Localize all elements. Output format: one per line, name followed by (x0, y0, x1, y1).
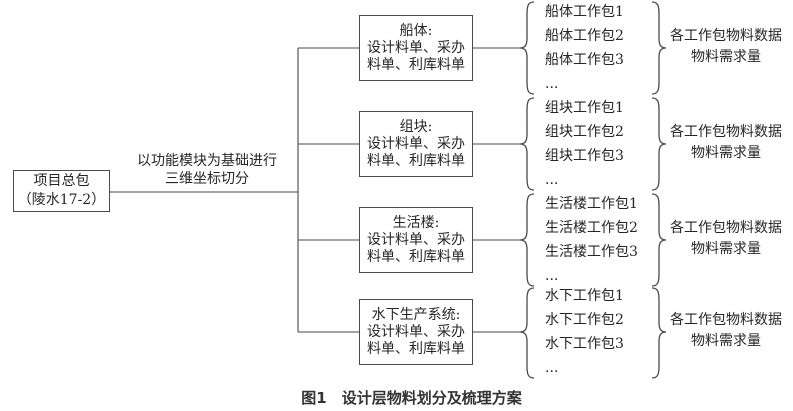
module-box-title: 生活楼: (392, 214, 440, 231)
row-note-line2: 物料需求量 (691, 145, 761, 161)
row-note: 各工作包物料数据 物料需求量 (660, 310, 792, 352)
package-item-ellipsis: ... (545, 360, 559, 376)
module-box-line3: 料单、利库料单 (367, 56, 465, 73)
package-item: 水下工作包1 (545, 288, 624, 304)
row-note-line2: 物料需求量 (691, 241, 761, 257)
package-item: 生活楼工作包2 (545, 220, 638, 236)
project-root-box: 项目总包 （陵水17-2） (13, 170, 110, 212)
row-note: 各工作包物料数据 物料需求量 (660, 26, 792, 68)
left-brace-4 (519, 287, 535, 379)
row-note-line1: 各工作包物料数据 (670, 124, 782, 140)
package-item: 组块工作包3 (545, 148, 624, 164)
package-item: 生活楼工作包1 (545, 196, 638, 212)
module-box-line3: 料单、利库料单 (367, 340, 465, 357)
right-brace-1 (651, 1, 667, 95)
module-box-subsea: 水下生产系统: 设计料单、采办 料单、利库料单 (359, 299, 473, 365)
package-item: 水下工作包2 (545, 312, 624, 328)
project-root-title: 项目总包 (33, 173, 90, 189)
module-box-line3: 料单、利库料单 (367, 248, 465, 265)
module-box-line3: 料单、利库料单 (367, 152, 465, 169)
package-item-ellipsis: ... (545, 268, 559, 284)
right-brace-3 (651, 193, 667, 287)
row-note-line2: 物料需求量 (691, 333, 761, 349)
module-box-hull: 船体: 设计料单、采办 料单、利库料单 (359, 15, 473, 81)
row-note: 各工作包物料数据 物料需求量 (660, 218, 792, 260)
figure-caption: 图1 设计层物料划分及梳理方案 (301, 389, 522, 407)
project-root-subtitle: （陵水17-2） (17, 192, 106, 208)
package-item: 组块工作包2 (545, 124, 624, 140)
right-brace-2 (651, 97, 667, 191)
split-method-line2: 三维坐标切分 (165, 171, 249, 187)
row-note-line2: 物料需求量 (691, 49, 761, 65)
module-box-living-quarters: 生活楼: 设计料单、采办 料单、利库料单 (359, 207, 473, 273)
package-item: 组块工作包1 (545, 100, 624, 116)
module-box-line2: 设计料单、采办 (367, 135, 465, 152)
left-brace-1 (519, 1, 535, 95)
package-item: 生活楼工作包3 (545, 244, 638, 260)
right-brace-4 (651, 287, 667, 379)
row-note: 各工作包物料数据 物料需求量 (660, 122, 792, 164)
module-box-line2: 设计料单、采办 (367, 231, 465, 248)
row-note-line1: 各工作包物料数据 (670, 28, 782, 44)
module-box-title: 船体: (399, 22, 433, 39)
module-box-block: 组块: 设计料单、采办 料单、利库料单 (359, 111, 473, 177)
row-note-line1: 各工作包物料数据 (670, 220, 782, 236)
package-item: 船体工作包3 (545, 52, 624, 68)
package-item: 船体工作包2 (545, 28, 624, 44)
module-box-line2: 设计料单、采办 (367, 39, 465, 56)
module-box-title: 组块: (399, 118, 433, 135)
row-note-line1: 各工作包物料数据 (670, 312, 782, 328)
package-item-ellipsis: ... (545, 172, 559, 188)
package-item: 船体工作包1 (545, 4, 624, 20)
split-method-line1: 以功能模块为基础进行 (137, 153, 277, 169)
split-method-label: 以功能模块为基础进行 三维坐标切分 (117, 152, 297, 188)
left-brace-3 (519, 193, 535, 287)
module-box-title: 水下生产系统: (371, 306, 461, 323)
package-item-ellipsis: ... (545, 76, 559, 92)
left-brace-2 (519, 97, 535, 191)
module-box-line2: 设计料单、采办 (367, 323, 465, 340)
package-item: 水下工作包3 (545, 336, 624, 352)
